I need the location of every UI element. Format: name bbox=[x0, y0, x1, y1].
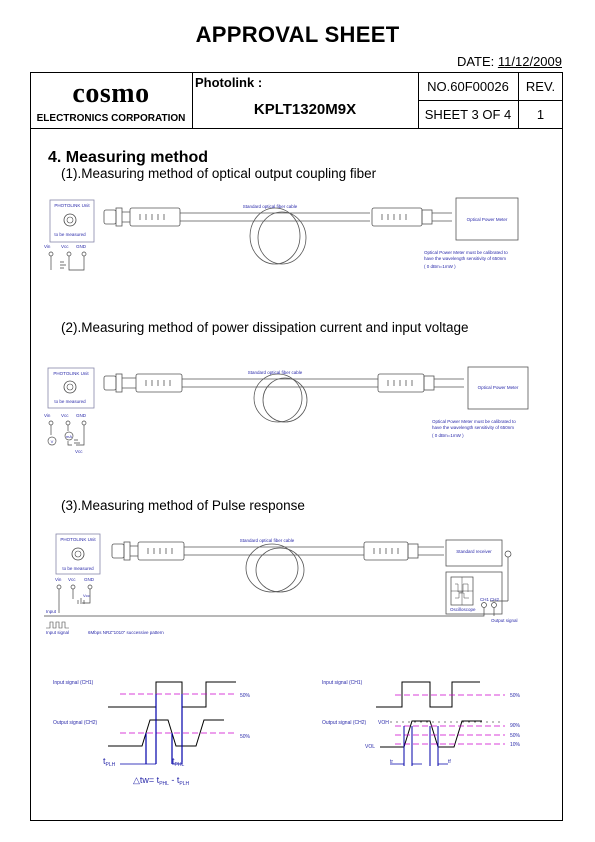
vcc-supply-label: Vcc bbox=[83, 593, 90, 598]
header-divider bbox=[30, 128, 563, 129]
unit-label: PHOTOLINK Unit bbox=[53, 371, 89, 376]
input-ch1-label: Input signal (CH1) bbox=[53, 680, 94, 686]
vin-label: Vin bbox=[55, 577, 62, 582]
standard-receiver-label: Standard receiver bbox=[456, 549, 492, 554]
subsection-2-title: (2).Measuring method of power dissipatio… bbox=[61, 320, 469, 335]
vcc-label: Vcc bbox=[61, 413, 69, 418]
connector-icon bbox=[63, 213, 77, 227]
note-line-3: ( 0 dBm=1mW ) bbox=[432, 433, 464, 438]
diagram-3: PHOTOLINK Unit to be measured Vin Vcc GN… bbox=[44, 533, 518, 635]
photolink-unit-box bbox=[55, 533, 101, 575]
photolink-unit-box bbox=[49, 199, 95, 243]
pct10-label: 10% bbox=[510, 742, 521, 748]
product-model: KPLT1320M9X bbox=[253, 101, 357, 118]
power-meter-box bbox=[467, 366, 529, 410]
pct50-label-input: 50% bbox=[240, 693, 251, 699]
input-waveform bbox=[108, 681, 236, 708]
output-ch2-label: Output signal (CH2) bbox=[53, 720, 98, 726]
unit-label: PHOTOLINK Unit bbox=[60, 537, 96, 542]
gnd-label: GND bbox=[84, 577, 95, 582]
ch1-label: CH1 bbox=[480, 597, 489, 602]
vin-label: Vin bbox=[44, 244, 51, 249]
input-label: Input bbox=[46, 609, 57, 614]
power-meter-label: Optical Power Meter bbox=[478, 385, 519, 390]
note-line-3: ( 0 dBm=1mW ) bbox=[424, 264, 456, 269]
product-label: Photolink : bbox=[195, 75, 263, 90]
voltmeter-icon bbox=[47, 436, 57, 446]
document-number: NO.60F00026 bbox=[427, 79, 509, 94]
to-be-measured-label: to be measured bbox=[62, 566, 94, 571]
tplh-label: tPLH bbox=[103, 756, 116, 768]
header-divider bbox=[418, 100, 563, 101]
output-ch2-label: Output signal (CH2) bbox=[322, 720, 367, 726]
connector-icon bbox=[63, 380, 77, 394]
voltmeter-label: V bbox=[51, 439, 54, 444]
ammeter-icon bbox=[64, 431, 74, 441]
timing-diagram-rise-fall: Input signal (CH1) 50% Output signal (CH… bbox=[322, 680, 521, 766]
oscilloscope-box bbox=[445, 571, 503, 615]
vcc-supply-label: Vcc bbox=[75, 449, 83, 454]
tf-label: tf bbox=[448, 759, 451, 765]
date-value: 11/12/2009 bbox=[497, 54, 562, 69]
cable-label: Standard optical fiber cable bbox=[248, 370, 303, 375]
tr-label: tr bbox=[390, 759, 393, 765]
unit-label: PHOTOLINK Unit bbox=[54, 203, 90, 208]
pulse-width-formula: △tw= tPHL - tPLH bbox=[133, 775, 190, 787]
vin-label: Vin bbox=[44, 413, 51, 418]
timing-diagram-propagation: Input signal (CH1) 50% Output signal (CH… bbox=[53, 680, 251, 787]
input-waveform bbox=[376, 681, 480, 708]
standard-receiver-box bbox=[445, 539, 503, 567]
note-line-1: Optical Power Meter must be calibrated t… bbox=[432, 419, 516, 424]
input-ch1-label: Input signal (CH1) bbox=[322, 680, 363, 686]
pct50-label-input: 50% bbox=[510, 693, 521, 699]
date: DATE: 11/12/2009 bbox=[457, 54, 562, 69]
to-be-measured-label: to be measured bbox=[54, 232, 86, 237]
pct90-label: 90% bbox=[510, 723, 521, 729]
subsection-3-title: (3).Measuring method of Pulse response bbox=[61, 498, 305, 513]
rev-value: 1 bbox=[536, 107, 545, 122]
connector-icon bbox=[71, 547, 85, 561]
document-frame bbox=[30, 72, 563, 821]
note-line-2: have the wavelength sensitivity of 650nm bbox=[424, 256, 506, 261]
ch2-label: CH2 bbox=[490, 597, 499, 602]
gnd-label: GND bbox=[76, 413, 87, 418]
vol-label: VOL bbox=[365, 744, 375, 750]
subsection-1-title: (1).Measuring method of optical output c… bbox=[61, 166, 377, 181]
cable-label: Standard optical fiber cable bbox=[240, 538, 295, 543]
ammeter-label: mA bbox=[66, 434, 72, 439]
input-pulse-icon bbox=[46, 621, 69, 629]
output-waveform bbox=[380, 720, 482, 748]
header-divider bbox=[192, 72, 193, 128]
output-signal-label: Output signal bbox=[491, 618, 518, 623]
to-be-measured-label: to be measured bbox=[54, 399, 86, 404]
diagram-2: PHOTOLINK Unit to be measured Vin Vcc GN… bbox=[44, 366, 529, 454]
company-logo: cosmo bbox=[72, 78, 150, 109]
power-meter-box bbox=[455, 197, 519, 241]
cable-label: Standard optical fiber cable bbox=[243, 204, 298, 209]
date-label: DATE: bbox=[456, 54, 498, 69]
diagram-1: PHOTOLINK Unit to be measured Vin Vcc GN… bbox=[44, 197, 519, 271]
tphl-label: tPHL bbox=[172, 756, 184, 768]
vcc-label: Vcc bbox=[61, 244, 69, 249]
gnd-label: GND bbox=[76, 244, 87, 249]
oscilloscope-label: Oscilloscope bbox=[450, 607, 476, 612]
power-meter-label: Optical Power Meter bbox=[467, 217, 508, 222]
pct50-label-output: 50% bbox=[510, 733, 521, 739]
note-line-1: Optical Power Meter must be calibrated t… bbox=[424, 250, 508, 255]
pct50-label-output: 50% bbox=[240, 734, 251, 740]
pattern-label: 6Mbps NRZ"1010" successive pattern bbox=[88, 630, 164, 635]
note-line-2: have the wavelength sensitivity of 650nm bbox=[432, 425, 514, 430]
sheet-number: SHEET 3 OF 4 bbox=[424, 107, 512, 122]
voh-label: VOH bbox=[378, 720, 389, 726]
section-title: 4. Measuring method bbox=[48, 149, 209, 166]
company-name: ELECTRONICS CORPORATION bbox=[36, 113, 186, 124]
page-title: APPROVAL SHEET bbox=[195, 22, 400, 47]
photolink-unit-box bbox=[47, 367, 95, 409]
input-signal-label: Input signal bbox=[46, 630, 69, 635]
rev-label: REV. bbox=[525, 79, 556, 94]
vcc-label: Vcc bbox=[68, 577, 76, 582]
